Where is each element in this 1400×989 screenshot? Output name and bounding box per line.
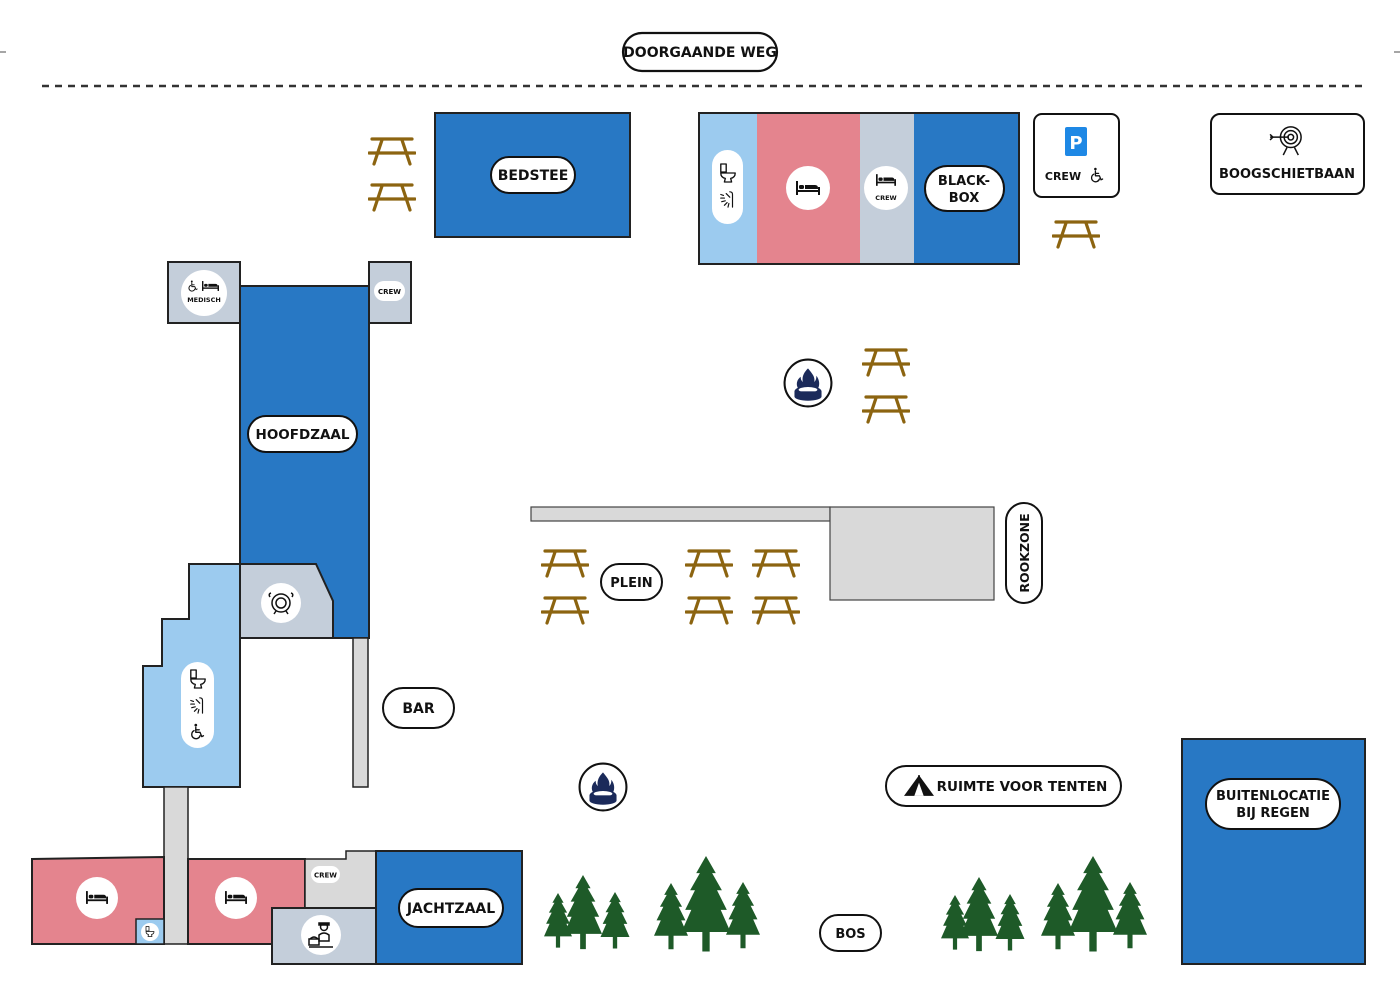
tree-icon (681, 856, 731, 952)
tree-icon (654, 883, 688, 950)
jachtzaal-label: JACHTZAAL (398, 888, 504, 928)
crew-badge-hoofdzaal: CREW (374, 281, 405, 301)
picnic-table-icon (752, 549, 800, 578)
outdoor-rain-label: BUITENLOCATIE BIJ REGEN (1205, 778, 1341, 830)
hoofdzaal-label: HOOFDZAAL (247, 415, 358, 453)
tree-icon (995, 894, 1025, 951)
road-label: DOORGAANDE WEG (621, 31, 779, 73)
tree-icon (1113, 882, 1147, 949)
picnic-table-icon (685, 596, 733, 625)
bar-label: BAR (382, 687, 455, 729)
picnic-table-icon (685, 549, 733, 578)
svg-text:BOOGSCHIETBAAN: BOOGSCHIETBAAN (1219, 167, 1355, 182)
crew-badge-jachtzaal: CREW (311, 866, 340, 883)
svg-text:BAR: BAR (402, 701, 435, 717)
svg-text:CREW: CREW (1045, 170, 1081, 183)
svg-text:BEDSTEE: BEDSTEE (498, 168, 569, 184)
corridor (163, 786, 189, 945)
plein-label: PLEIN (600, 563, 663, 601)
svg-text:ROOKZONE: ROOKZONE (1017, 513, 1032, 592)
tree-icon (564, 875, 602, 950)
picnic-table-icon (368, 183, 416, 212)
blackbox-sanitary-badge (712, 150, 743, 224)
fire-pit-icon (578, 762, 628, 812)
blackbox-label: BLACK- BOX (924, 165, 1005, 212)
picnic-table-icon (862, 348, 910, 377)
archery-area: BOOGSCHIETBAAN (1210, 113, 1365, 195)
tents-label: RUIMTE VOOR TENTEN (885, 765, 1122, 807)
picnic-table-icon (368, 137, 416, 166)
medisch-badge: MEDISCH (181, 270, 227, 316)
plein-shelter (829, 506, 995, 601)
svg-text:DOORGAANDE WEG: DOORGAANDE WEG (623, 45, 777, 61)
toilet-badge-small (141, 923, 159, 941)
svg-text:BUITENLOCATIE: BUITENLOCATIE (1216, 789, 1330, 804)
svg-text:CREW: CREW (875, 194, 896, 202)
svg-text:CREW: CREW (314, 872, 337, 880)
forest-west (544, 856, 760, 952)
picnic-table-icon (862, 395, 910, 424)
svg-text:BOX: BOX (949, 191, 980, 206)
laundry-badge (261, 583, 301, 623)
tree-icon (941, 895, 969, 950)
sanitary-badge-hoofdzaal (181, 662, 214, 748)
bedstee-label: BEDSTEE (490, 156, 576, 194)
svg-text:MEDISCH: MEDISCH (187, 296, 221, 304)
sleep-badge-east (215, 877, 257, 919)
blackbox-crew-badge: CREW (864, 166, 908, 210)
tree-icon (544, 893, 572, 948)
tree-icon (1041, 883, 1075, 950)
rookzone-label: ROOKZONE (1005, 502, 1043, 604)
hoofdzaal-building (142, 261, 412, 788)
tree-icon (726, 882, 760, 949)
tree-icon (960, 877, 998, 952)
svg-text:BOS: BOS (835, 927, 865, 942)
picnic-table-icon (752, 596, 800, 625)
parking-icon (1065, 127, 1087, 156)
kitchen-badge (301, 915, 341, 955)
sleep-badge-west (76, 877, 118, 919)
picnic-table-icon (541, 549, 589, 578)
plein-shelter-strip (530, 506, 831, 522)
svg-text:BLACK-: BLACK- (938, 174, 990, 189)
tree-icon (600, 892, 630, 949)
svg-text:BIJ REGEN: BIJ REGEN (1236, 806, 1309, 821)
svg-text:RUIMTE VOOR TENTEN: RUIMTE VOOR TENTEN (937, 779, 1108, 795)
bar-counter (352, 637, 369, 788)
fire-pit-icon (783, 358, 833, 408)
picnic-table-icon (1052, 220, 1100, 249)
svg-text:PLEIN: PLEIN (610, 576, 652, 591)
outdoor-rain-building (1181, 738, 1366, 965)
svg-text:JACHTZAAL: JACHTZAAL (406, 901, 495, 917)
svg-text:HOOFDZAAL: HOOFDZAAL (256, 427, 350, 443)
forest-east (941, 856, 1147, 952)
bos-label: BOS (819, 914, 882, 952)
picnic-table-icon (541, 596, 589, 625)
svg-text:CREW: CREW (378, 288, 401, 296)
svg-text:P: P (1069, 133, 1082, 154)
blackbox-sleep-badge (786, 166, 830, 210)
crew-parking: P CREW (1033, 113, 1120, 198)
tree-icon (1068, 856, 1118, 952)
